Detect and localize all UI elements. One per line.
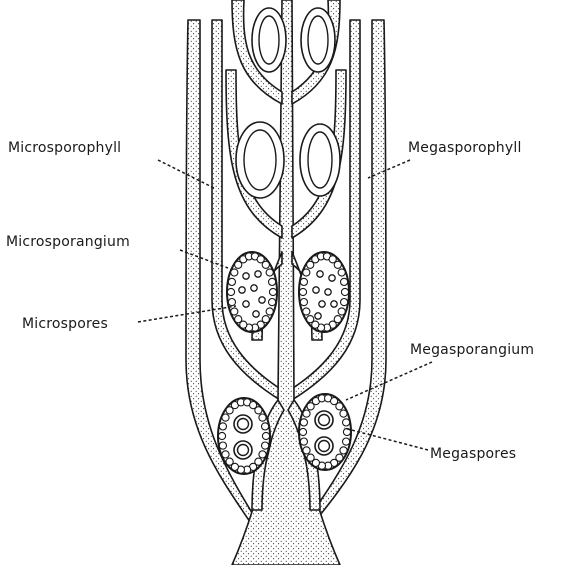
sporangium-wall-cell xyxy=(231,269,238,276)
sporangium-wall-cell xyxy=(336,403,343,410)
sporangium-wall-cell xyxy=(307,316,314,323)
sporangium-wall-cell xyxy=(341,278,348,285)
sporangium-wall-cell xyxy=(219,442,226,449)
sporangium-wall-cell xyxy=(340,447,347,454)
microsporangium-left xyxy=(227,252,277,332)
sporangium-wall-cell xyxy=(228,278,235,285)
sporangium-wall-cell xyxy=(228,299,235,306)
sporangium-wall-cell xyxy=(300,438,307,445)
upper-sporangium-right-mid xyxy=(300,124,340,196)
microspore xyxy=(313,287,319,293)
sporangium-wall-cell xyxy=(219,423,226,430)
sporangium-wall-cell xyxy=(338,269,345,276)
sporangium-wall-cell xyxy=(231,308,238,315)
sporangium-wall-cell xyxy=(340,410,347,417)
sporangium-wall-cell xyxy=(299,288,306,295)
microsporangium-right xyxy=(299,252,349,332)
sporangium-wall-cell xyxy=(303,269,310,276)
sporangium-wall-cell xyxy=(222,451,229,458)
microspore xyxy=(239,287,245,293)
label-megasporangium: Megasporangium xyxy=(410,342,534,358)
sporangium-wall-cell xyxy=(269,288,276,295)
sporangium-wall-cell xyxy=(266,269,273,276)
microspore xyxy=(243,301,249,307)
sporangium-wall-cell xyxy=(341,288,348,295)
sporangium-wall-cell xyxy=(299,428,306,435)
sporangium-wall-cell xyxy=(300,299,307,306)
label-microsporophyll: Microsporophyll xyxy=(8,140,121,156)
sporangium-wall-cell xyxy=(262,423,269,430)
upper-sporangium-right-top xyxy=(301,8,335,72)
microspore xyxy=(243,273,249,279)
sporangium-wall-cell xyxy=(262,432,269,439)
sporangium-wall-cell xyxy=(341,299,348,306)
megasporangium-left xyxy=(218,398,270,474)
sporangium-wall-cell xyxy=(222,414,229,421)
microspore xyxy=(329,275,335,281)
sporangium-wall-cell xyxy=(262,261,269,268)
label-megaspores: Megaspores xyxy=(430,446,516,462)
sporangium-wall-cell xyxy=(255,407,262,414)
microspore xyxy=(253,311,259,317)
microspore xyxy=(325,289,331,295)
megasporangium-right xyxy=(299,394,351,470)
sporangium-wall-cell xyxy=(226,458,233,465)
sporangium-wall-cell xyxy=(218,432,225,439)
leader-megasporangium xyxy=(346,362,432,400)
sporangium-wall-cell xyxy=(259,414,266,421)
sporangium-wall-cell xyxy=(266,308,273,315)
sporangium-wall-cell xyxy=(343,438,350,445)
sporangium-wall-cell xyxy=(269,299,276,306)
label-megasporophyll: Megasporophyll xyxy=(408,140,522,156)
sporangium-wall-cell xyxy=(259,451,266,458)
upper-sporangium-left-mid xyxy=(236,122,284,198)
microspore xyxy=(255,271,261,277)
sporangium-wall-cell xyxy=(262,442,269,449)
sporangium-wall-cell xyxy=(269,278,276,285)
megaspore-core xyxy=(319,415,330,426)
microspore xyxy=(315,313,321,319)
sporangium-wall-cell xyxy=(303,308,310,315)
sporangium-wall-cell xyxy=(307,454,314,461)
upper-sporangium-left-top xyxy=(252,8,286,72)
microspore xyxy=(317,271,323,277)
microspore xyxy=(259,297,265,303)
label-microspores: Microspores xyxy=(22,316,108,332)
megaspore-core xyxy=(238,445,249,456)
sporangium-wall-cell xyxy=(235,316,242,323)
inner-right-wall xyxy=(290,20,360,400)
sporangium-wall-cell xyxy=(338,308,345,315)
sporangium-wall-cell xyxy=(303,410,310,417)
sporangium-wall-cell xyxy=(227,288,234,295)
sporangium-wall-cell xyxy=(343,419,350,426)
inner-left-wall xyxy=(212,20,282,400)
sporangium-wall-cell xyxy=(303,447,310,454)
microspore xyxy=(251,285,257,291)
megaspore-core xyxy=(238,419,249,430)
sporangium-wall-cell xyxy=(334,261,341,268)
megaspore-core xyxy=(319,441,330,452)
microspore xyxy=(319,301,325,307)
sporangium-wall-cell xyxy=(300,278,307,285)
label-microsporangium: Microsporangium xyxy=(6,234,130,250)
sporangium-wall-cell xyxy=(300,419,307,426)
microspore xyxy=(331,301,337,307)
